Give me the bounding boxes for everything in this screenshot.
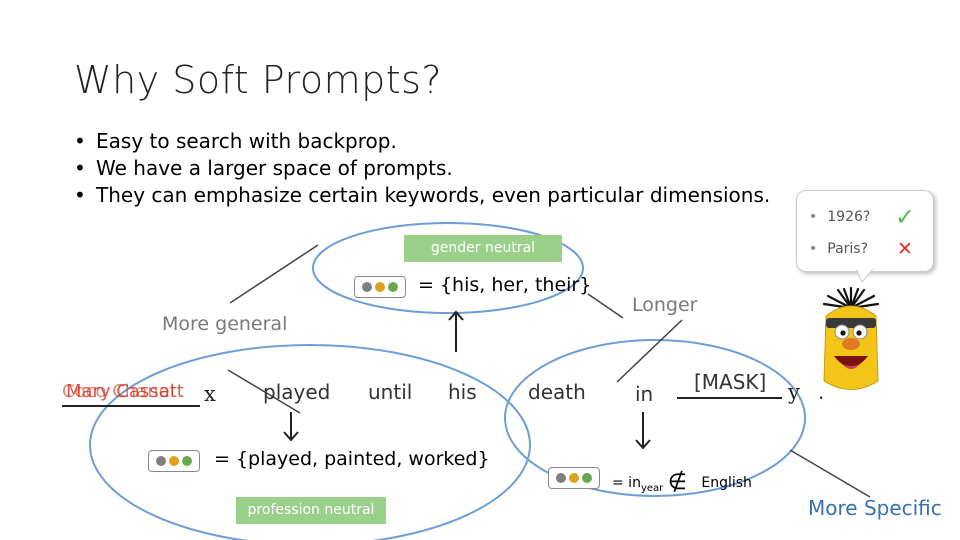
word-played: played: [263, 380, 330, 404]
more-general-line: [230, 245, 318, 303]
bullet-item: •We have a larger space of prompts.: [74, 155, 770, 182]
more-specific-label: More Specific: [808, 496, 942, 520]
check-icon: ✓: [895, 203, 915, 231]
in-year-equation: = inyear ∉ English: [612, 468, 752, 494]
subject-coco-chanel: Coco Chanel: [62, 381, 175, 402]
soft-prompt-vector-icon: [354, 276, 406, 298]
word-his: his: [448, 380, 477, 404]
page-title: Why Soft Prompts?: [74, 58, 442, 102]
word-until: until: [368, 380, 412, 404]
word-in: in: [635, 382, 653, 406]
mask-token: [MASK]: [694, 370, 766, 394]
answer-bubble: •1926? ✓ •Paris? ✕: [796, 190, 934, 272]
bubble-tail: [852, 268, 882, 288]
bullet-item: •Easy to search with backprop.: [74, 128, 770, 155]
bubble-row-1926: •1926? ✓: [809, 209, 870, 225]
longer-label: Longer: [632, 294, 697, 316]
bert-character-image: [816, 286, 886, 398]
more-general-label: More general: [162, 313, 287, 335]
soft-prompt-vector-icon: [148, 450, 200, 472]
profession-neutral-label: profession neutral: [236, 497, 386, 524]
x-variable: x: [204, 382, 216, 406]
bullet-item: •They can emphasize certain keywords, ev…: [74, 182, 770, 209]
bullet-list: •Easy to search with backprop. •We have …: [74, 128, 770, 209]
bubble-row-paris: •Paris? ✕: [809, 241, 868, 257]
more-specific-line: [790, 450, 870, 497]
longer-line-2: [617, 320, 682, 382]
word-death: death: [528, 380, 586, 404]
cross-icon: ✕: [897, 238, 913, 260]
longer-line: [588, 294, 623, 318]
gender-neutral-label: gender neutral: [404, 235, 562, 262]
y-variable: y: [788, 380, 800, 404]
played-set-equation: = {played, painted, worked}: [214, 448, 490, 470]
his-set-equation: = {his, her, their}: [418, 274, 591, 296]
soft-prompt-vector-icon: [548, 467, 600, 489]
